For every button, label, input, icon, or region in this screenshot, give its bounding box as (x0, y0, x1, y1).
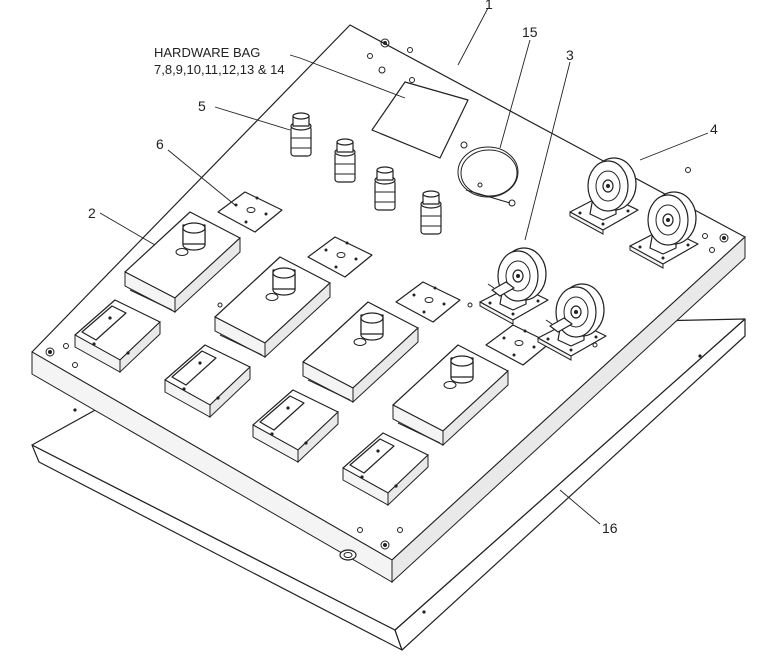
swivel-caster (629, 191, 699, 269)
sensor-cylinder (290, 112, 312, 157)
plate-corner-holes (45, 38, 729, 550)
hardware-bag-title: HARDWARE BAG (154, 45, 260, 60)
callout-numbers: 1 2 3 4 5 6 15 16 (88, 0, 718, 536)
swivel-casters-part-4 (569, 157, 699, 269)
hardware-bag-label: HARDWARE BAG 7,8,9,10,11,12,13 & 14 (154, 45, 285, 77)
top-plate-part-1 (31, 24, 746, 584)
cable-coil-part-15 (457, 141, 519, 207)
hardware-bag (371, 81, 469, 159)
lifting-eye (339, 549, 357, 561)
load-cell-assembly (164, 236, 373, 419)
sensor-cylinder (420, 190, 442, 235)
swivel-caster (569, 157, 639, 235)
callout-5: 5 (198, 98, 206, 114)
callout-6: 6 (156, 136, 164, 152)
hardware-bag-items: 7,8,9,10,11,12,13 & 14 (154, 62, 285, 77)
callout-4: 4 (710, 121, 718, 137)
callout-1: 1 (485, 0, 493, 12)
load-cell-assembly (74, 191, 283, 374)
sensor-cylinders-part-5 (290, 112, 442, 235)
callout-3: 3 (566, 47, 574, 63)
sensor-cylinder (374, 166, 396, 211)
brake-casters-part-3 (479, 247, 607, 361)
callout-2: 2 (88, 205, 96, 221)
brake-caster (479, 247, 549, 325)
sensor-cylinder (334, 138, 356, 183)
leader-lines (99, 7, 709, 525)
brake-caster (537, 283, 607, 361)
load-cell-assemblies-part-2 (74, 191, 551, 507)
load-cell-assembly (342, 324, 551, 507)
callout-16: 16 (602, 520, 618, 536)
load-cell-assembly (252, 281, 461, 464)
callout-15: 15 (522, 24, 538, 40)
